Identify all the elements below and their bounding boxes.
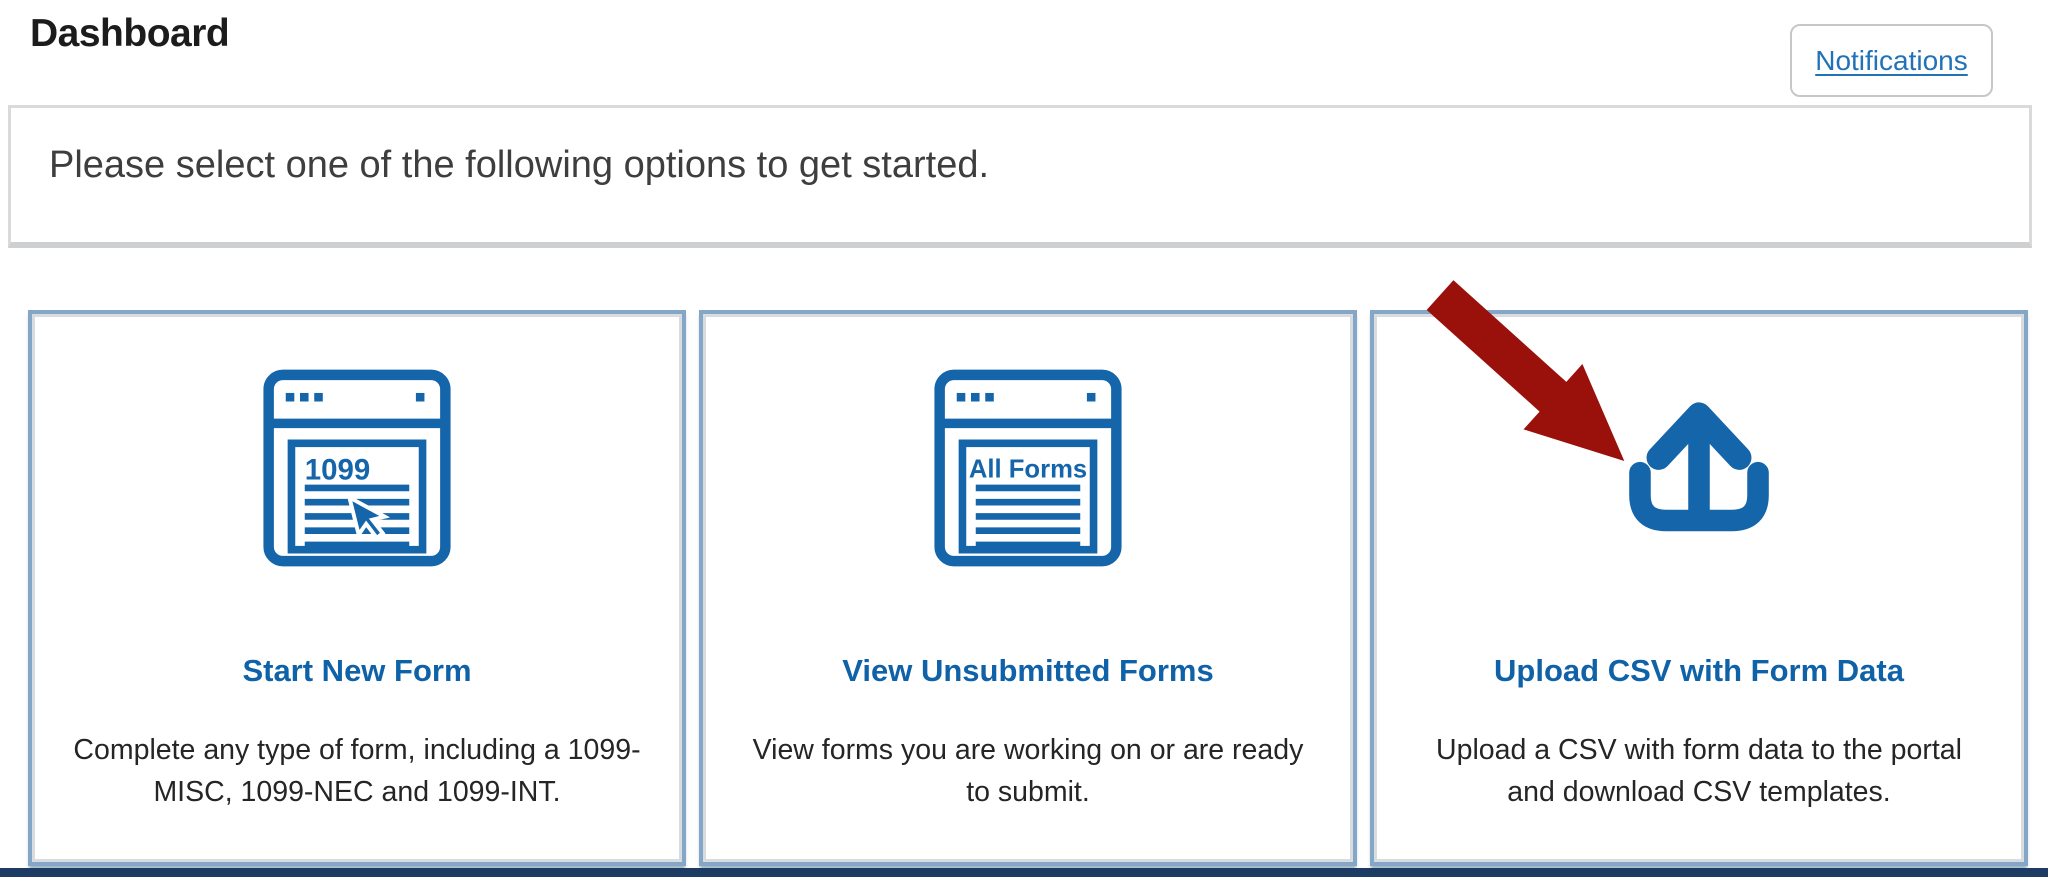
- card-description-upload-csv: Upload a CSV with form data to the porta…: [1436, 734, 1962, 809]
- card-description-view-unsubmitted-forms: View forms you are working on or are rea…: [752, 734, 1304, 809]
- instruction-text: Please select one of the following optio…: [49, 144, 990, 186]
- card-description-start-new-form: Complete any type of form, including a 1…: [73, 734, 641, 809]
- form-window-all-forms-icon: All Forms: [933, 360, 1123, 575]
- cursor-icon: [346, 493, 391, 541]
- icon-label-all-forms: All Forms: [969, 455, 1087, 483]
- card-upload-csv[interactable]: Upload CSV with Form Data Upload a CSV w…: [1370, 310, 2028, 866]
- notifications-link[interactable]: Notifications: [1815, 44, 1968, 76]
- instruction-box: Please select one of the following optio…: [8, 105, 2032, 248]
- card-title-view-unsubmitted-forms: View Unsubmitted Forms: [842, 653, 1214, 688]
- upload-icon: [1610, 360, 1788, 575]
- footer-bar: [0, 868, 2048, 877]
- icon-label-1099: 1099: [305, 453, 371, 486]
- card-view-unsubmitted-forms[interactable]: All Forms View Unsubmitted Forms View fo…: [699, 310, 1357, 866]
- page-title: Dashboard: [30, 12, 230, 55]
- card-title-upload-csv: Upload CSV with Form Data: [1494, 653, 1904, 688]
- option-cards: 1099 Start New Form Complete any type of…: [28, 310, 2028, 866]
- form-window-1099-icon: 1099: [262, 360, 452, 575]
- card-start-new-form[interactable]: 1099 Start New Form Complete any type of…: [28, 310, 686, 866]
- card-title-start-new-form: Start New Form: [242, 653, 472, 688]
- notifications-button[interactable]: Notifications: [1790, 24, 1993, 97]
